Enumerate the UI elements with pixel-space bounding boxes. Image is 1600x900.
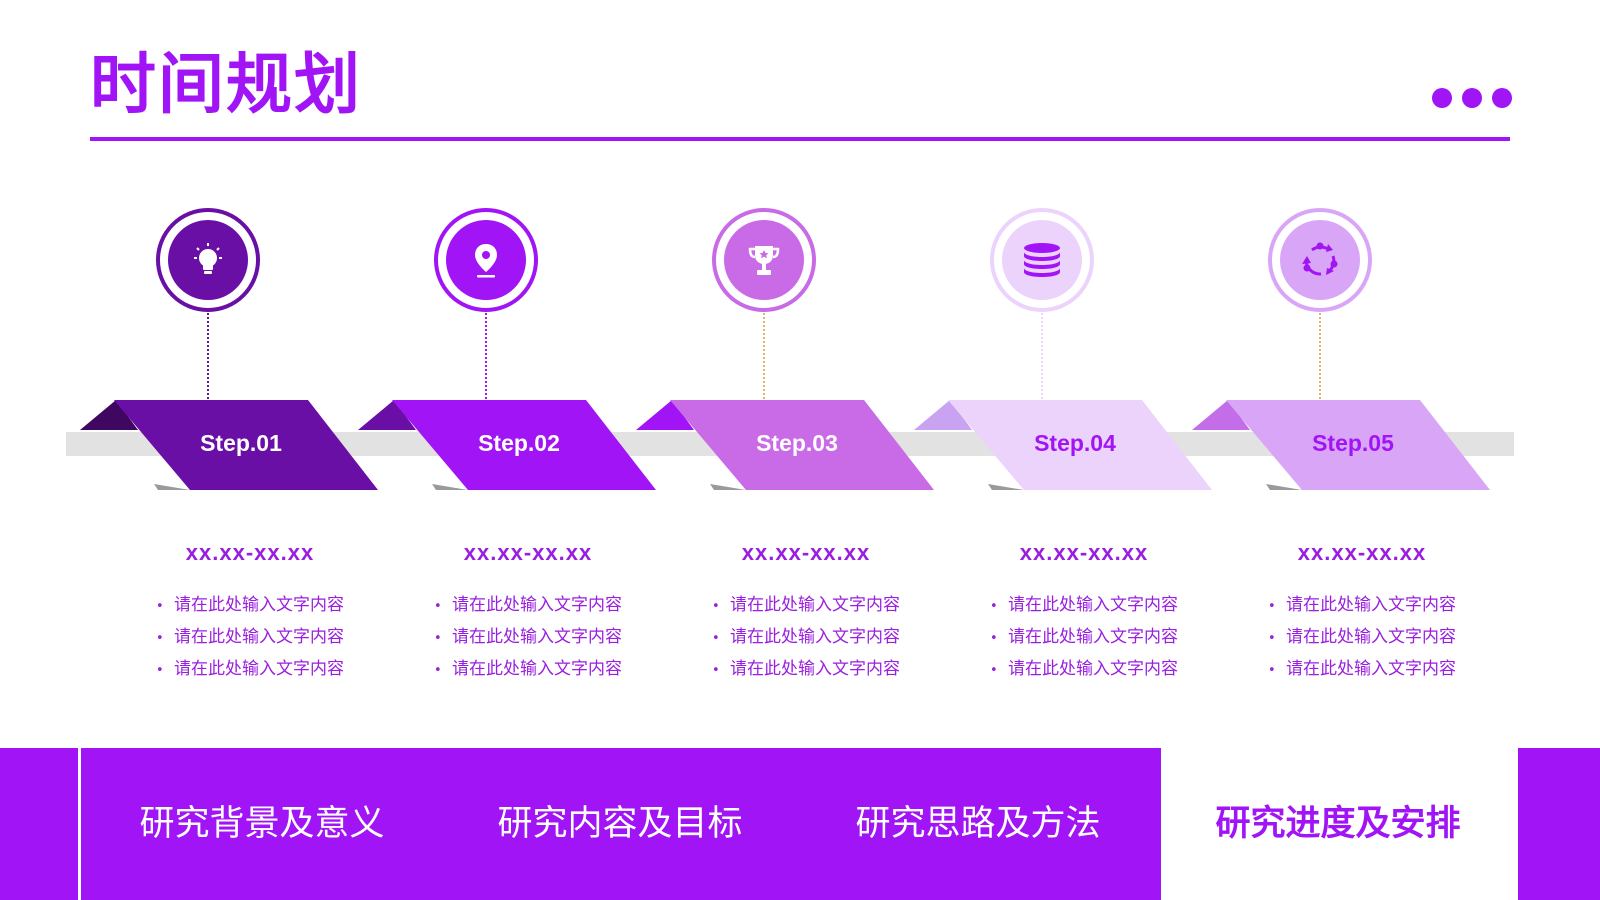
step-bullet-list: 请在此处输入文字内容请在此处输入文字内容请在此处输入文字内容 [1268, 590, 1498, 686]
title-underline [90, 137, 1510, 141]
step-icon-circle [712, 208, 816, 312]
step-icon-circle [1268, 208, 1372, 312]
step-bullet: 请在此处输入文字内容 [156, 590, 386, 622]
step-bullet: 请在此处输入文字内容 [1268, 654, 1498, 686]
step-date: xx.xx-xx.xx [185, 540, 315, 565]
step-ribbon: Step.05 [1190, 400, 1494, 494]
nav-item-content[interactable]: 研究内容及目标 [497, 804, 743, 844]
nav-band [81, 748, 1161, 900]
bottom-navigation: 研究背景及意义 研究内容及目标 研究思路及方法 研究进度及安排 [0, 748, 1600, 900]
page-title: 时间规划 [90, 46, 362, 123]
nav-divider [78, 748, 81, 900]
step-bullet: 请在此处输入文字内容 [712, 654, 942, 686]
timeline: Step.01xx.xx-xx.xx请在此处输入文字内容请在此处输入文字内容请在… [0, 0, 1600, 740]
step-bullet: 请在此处输入文字内容 [990, 622, 1220, 654]
step-ribbon: Step.01 [78, 400, 382, 494]
step-date: xx.xx-xx.xx [741, 540, 871, 565]
step-label: Step.04 [1034, 430, 1116, 456]
step-ribbon: Step.04 [912, 400, 1216, 494]
nav-strip-right [1518, 748, 1600, 900]
step-bullet: 请在此处输入文字内容 [1268, 590, 1498, 622]
dot [1462, 88, 1482, 108]
step-connector [207, 313, 209, 399]
step-icon-circle [156, 208, 260, 312]
step-date: xx.xx-xx.xx [1297, 540, 1427, 565]
step-bullet: 请在此处输入文字内容 [712, 590, 942, 622]
step-label: Step.03 [756, 430, 838, 456]
step-icon-circle [990, 208, 1094, 312]
step-bullet: 请在此处输入文字内容 [1268, 622, 1498, 654]
step-bullet-list: 请在此处输入文字内容请在此处输入文字内容请在此处输入文字内容 [990, 590, 1220, 686]
step-bullet: 请在此处输入文字内容 [990, 590, 1220, 622]
database-icon [1002, 220, 1082, 300]
step-date: xx.xx-xx.xx [1019, 540, 1149, 565]
step-bullet-list: 请在此处输入文字内容请在此处输入文字内容请在此处输入文字内容 [712, 590, 942, 686]
step-label: Step.01 [200, 430, 282, 456]
step-bullet: 请在此处输入文字内容 [434, 622, 664, 654]
step-bullet-list: 请在此处输入文字内容请在此处输入文字内容请在此处输入文字内容 [156, 590, 386, 686]
step-label: Step.05 [1312, 430, 1394, 456]
nav-item-background[interactable]: 研究背景及意义 [139, 804, 385, 844]
step-label: Step.02 [478, 430, 560, 456]
step-bullet: 请在此处输入文字内容 [156, 622, 386, 654]
step-bullet: 请在此处输入文字内容 [712, 622, 942, 654]
step-ribbon: Step.03 [634, 400, 938, 494]
step-connector [485, 313, 487, 399]
step-bullet: 请在此处输入文字内容 [990, 654, 1220, 686]
step-bullet: 请在此处输入文字内容 [434, 654, 664, 686]
dot [1492, 88, 1512, 108]
nav-strip-left [0, 748, 78, 900]
step-bullet: 请在此处输入文字内容 [434, 590, 664, 622]
location-pin-icon [446, 220, 526, 300]
step-icon-circle [434, 208, 538, 312]
step-ribbon: Step.02 [356, 400, 660, 494]
step-date: xx.xx-xx.xx [463, 540, 593, 565]
step-bullet: 请在此处输入文字内容 [156, 654, 386, 686]
trophy-icon [724, 220, 804, 300]
step-connector [763, 313, 765, 399]
more-options-icon[interactable] [1432, 88, 1512, 108]
step-bullet-list: 请在此处输入文字内容请在此处输入文字内容请在此处输入文字内容 [434, 590, 664, 686]
nav-item-methods[interactable]: 研究思路及方法 [855, 804, 1101, 844]
nav-item-schedule[interactable]: 研究进度及安排 [1215, 804, 1461, 844]
dot [1432, 88, 1452, 108]
cycle-icon [1280, 220, 1360, 300]
lightbulb-icon [168, 220, 248, 300]
step-connector [1319, 313, 1321, 399]
step-connector [1041, 313, 1043, 399]
